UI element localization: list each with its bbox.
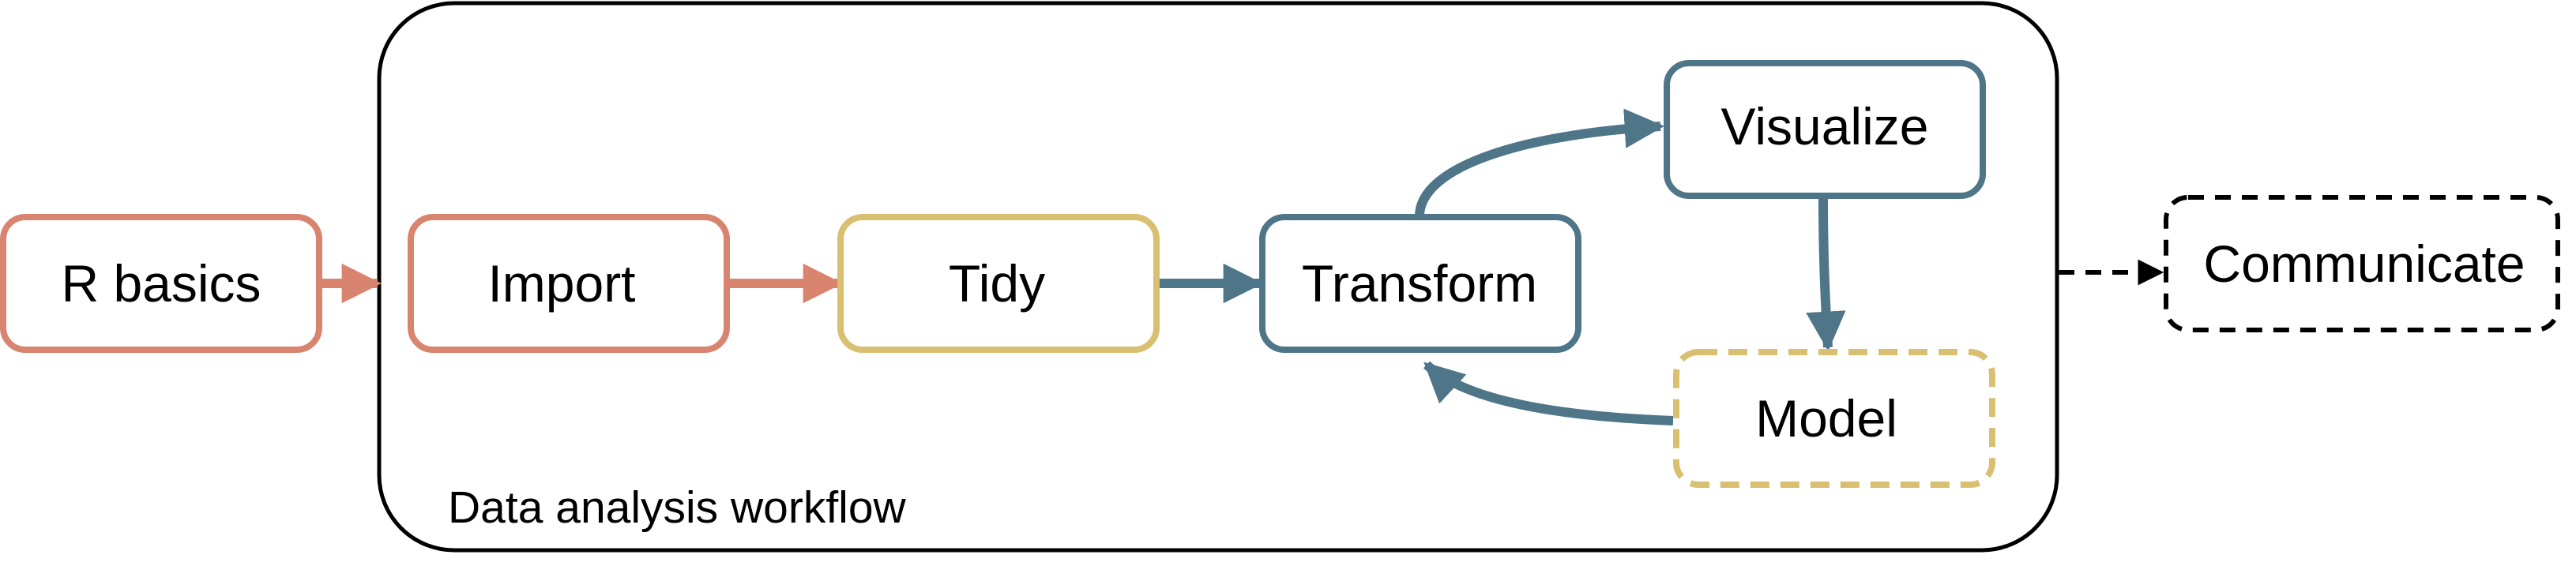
node-import: Import [408, 214, 730, 353]
node-r-basics: R basics [0, 214, 322, 353]
node-tidy: Tidy [837, 214, 1160, 353]
node-transform: Transform [1259, 214, 1581, 353]
edge-model-to-transform [1423, 361, 1674, 425]
node-model: Model [1673, 349, 1995, 488]
edge-transform-to-visualize [1415, 108, 1665, 216]
edge-visualize-to-model [1806, 198, 1846, 352]
node-r-basics-label: R basics [61, 254, 261, 313]
workflow-title: Data analysis workflow [448, 482, 907, 533]
node-communicate-label: Communicate [2203, 234, 2525, 293]
node-visualize-label: Visualize [1721, 97, 1929, 156]
node-import-label: Import [487, 254, 635, 313]
node-model-label: Model [1755, 389, 1897, 448]
node-tidy-label: Tidy [949, 254, 1045, 313]
node-visualize: Visualize [1664, 60, 1986, 199]
node-transform-label: Transform [1302, 254, 1537, 313]
node-communicate: Communicate [2164, 195, 2560, 332]
